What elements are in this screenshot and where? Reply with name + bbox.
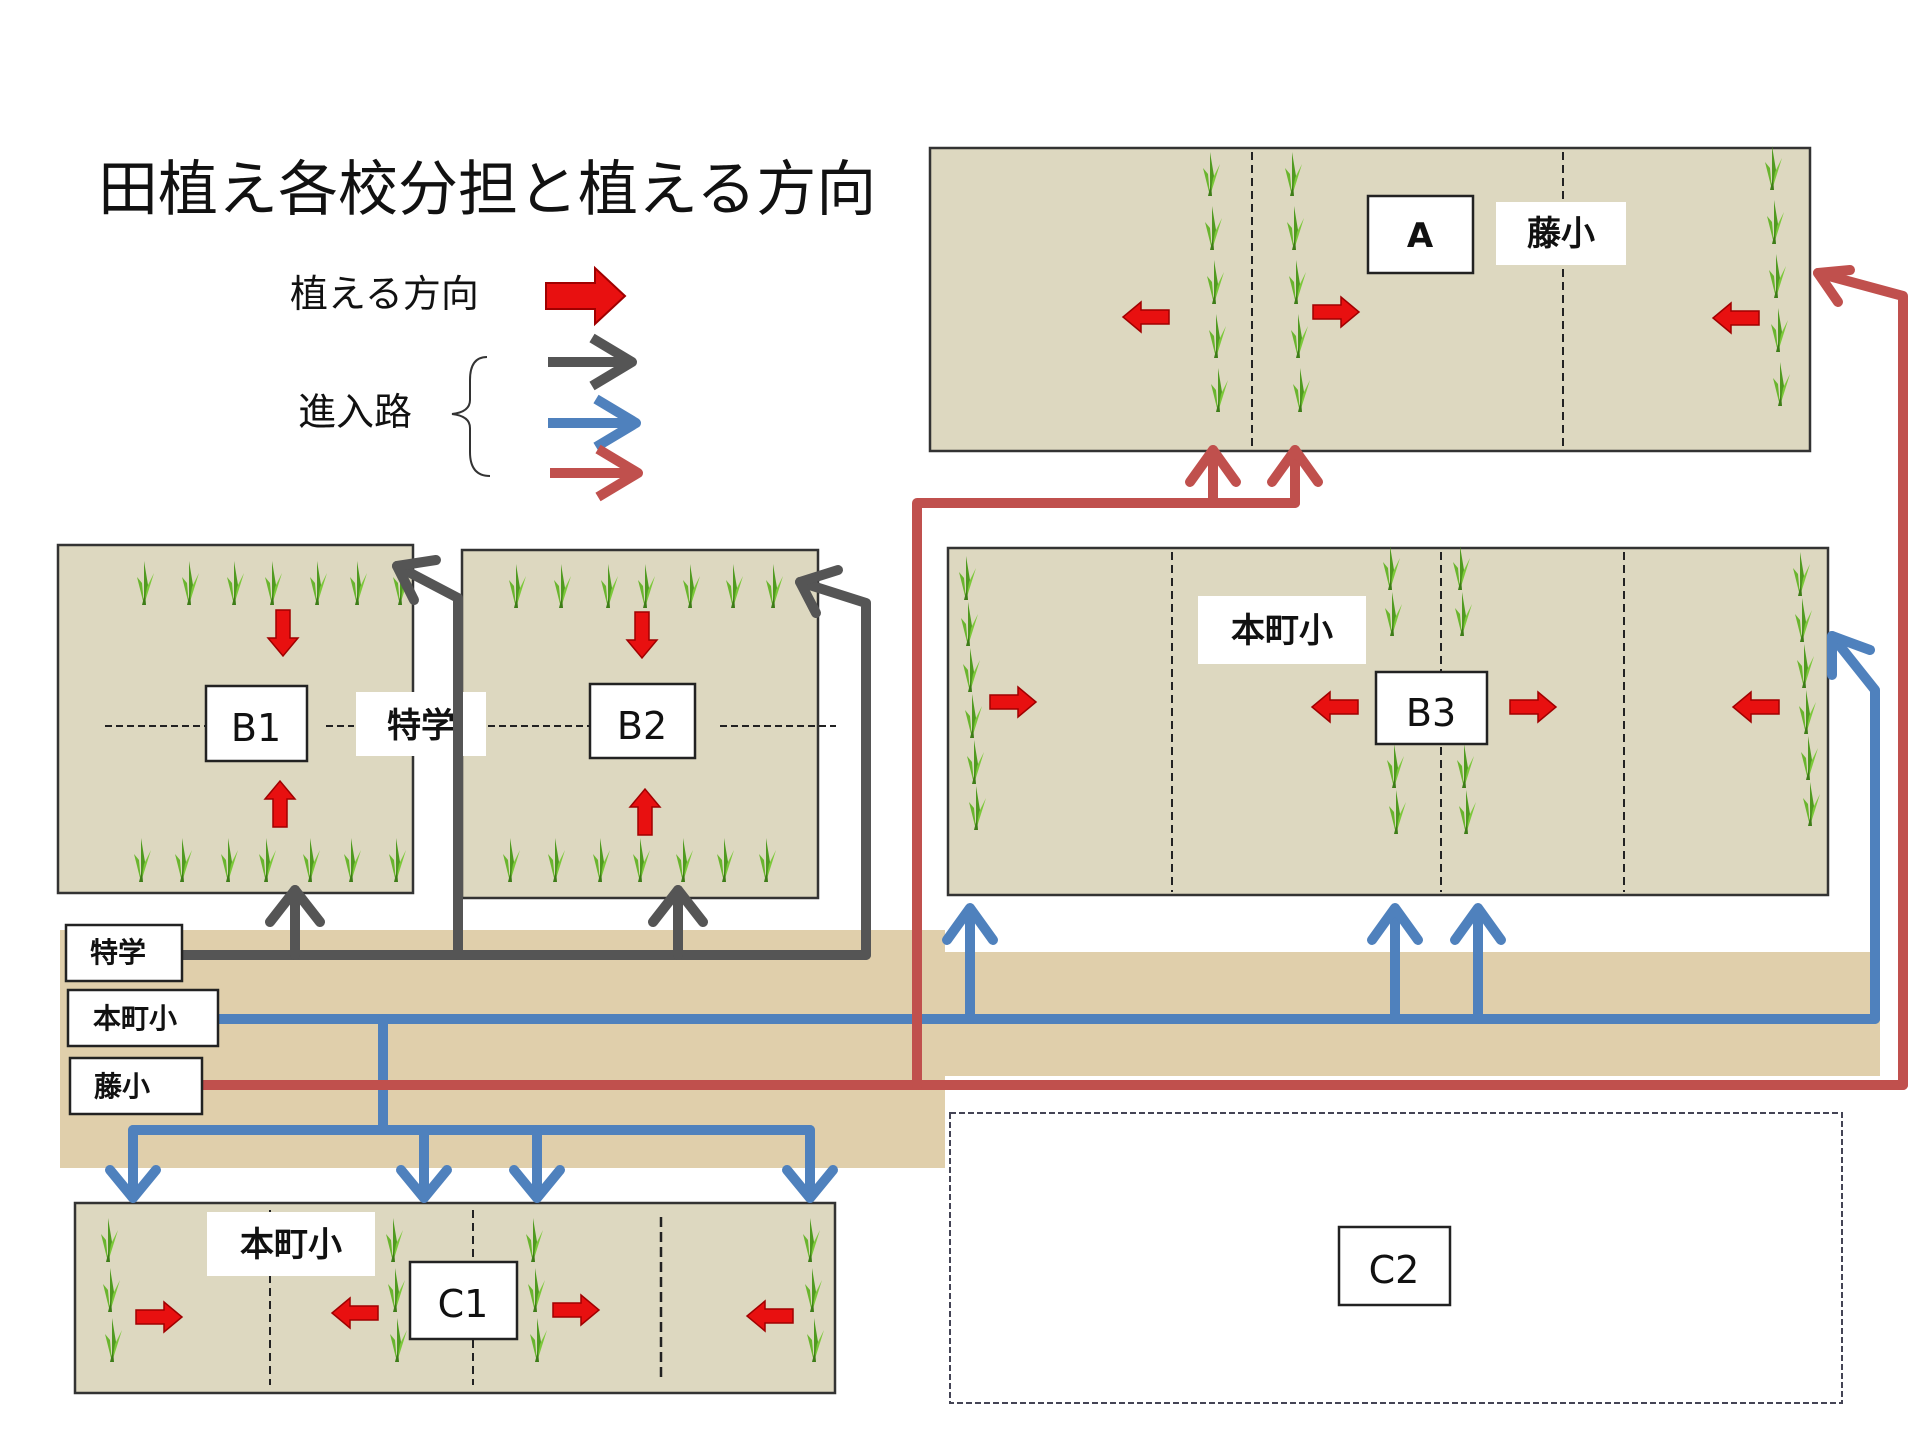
school-label-a: 藤小 <box>1527 214 1595 254</box>
route-tag-tokugaku-label: 特学 <box>90 936 146 969</box>
field-b2: B2 <box>460 548 836 900</box>
legend: 植える方向 進入路 <box>290 265 643 502</box>
legend-blue-arrow-icon <box>548 394 641 452</box>
legend-red-arrow-icon <box>545 265 627 327</box>
plot-label-b3: B3 <box>1406 691 1456 735</box>
plot-label-b1: B1 <box>231 706 281 750</box>
route-tag-tokugaku <box>64 923 184 983</box>
field-b3: 本町小 B3 <box>946 546 1830 897</box>
school-label-b12: 特学 <box>387 706 455 746</box>
school-box-a <box>1496 202 1626 265</box>
plot-box-c1 <box>408 1260 519 1341</box>
route-tag-fuji <box>68 1056 204 1116</box>
route-tag-honmachi <box>66 988 220 1048</box>
school-label-c1: 本町小 <box>240 1225 342 1265</box>
field-a: A 藤小 <box>928 146 1812 453</box>
page-title: 田植え各校分担と植える方向 <box>98 155 876 225</box>
plot-box-b3 <box>1374 670 1489 746</box>
route-tag-honmachi-label: 本町小 <box>93 1002 177 1035</box>
plot-label-b2: B2 <box>617 704 667 748</box>
plot-box-c2 <box>1337 1225 1452 1307</box>
field-c2: C2 <box>949 1112 1843 1404</box>
school-box-b3 <box>1198 596 1366 664</box>
plot-box-b2 <box>588 682 697 760</box>
school-label-b3: 本町小 <box>1231 611 1333 651</box>
school-box-b12 <box>356 692 486 756</box>
plot-label-a: A <box>1407 216 1434 256</box>
legend-brace-icon <box>451 356 491 477</box>
legend-route-label: 進入路 <box>298 390 412 434</box>
plot-label-c2: C2 <box>1369 1248 1420 1292</box>
plot-box-a <box>1366 194 1475 275</box>
legend-red-route-arrow-icon <box>550 444 643 502</box>
route-blue <box>105 631 1880 1203</box>
school-box-c1 <box>207 1212 375 1276</box>
plot-label-c1: C1 <box>438 1282 489 1326</box>
field-c1: 本町小 C1 <box>73 1201 837 1395</box>
route-tag-fuji-label: 藤小 <box>94 1070 150 1103</box>
route-red <box>198 265 1908 1090</box>
route-tags: 特学 本町小 藤小 <box>64 923 220 1116</box>
legend-plant-direction-label: 植える方向 <box>290 272 479 316</box>
legend-gray-arrow-icon <box>548 333 637 391</box>
plot-box-b1 <box>204 684 309 763</box>
route-gray <box>175 555 871 960</box>
